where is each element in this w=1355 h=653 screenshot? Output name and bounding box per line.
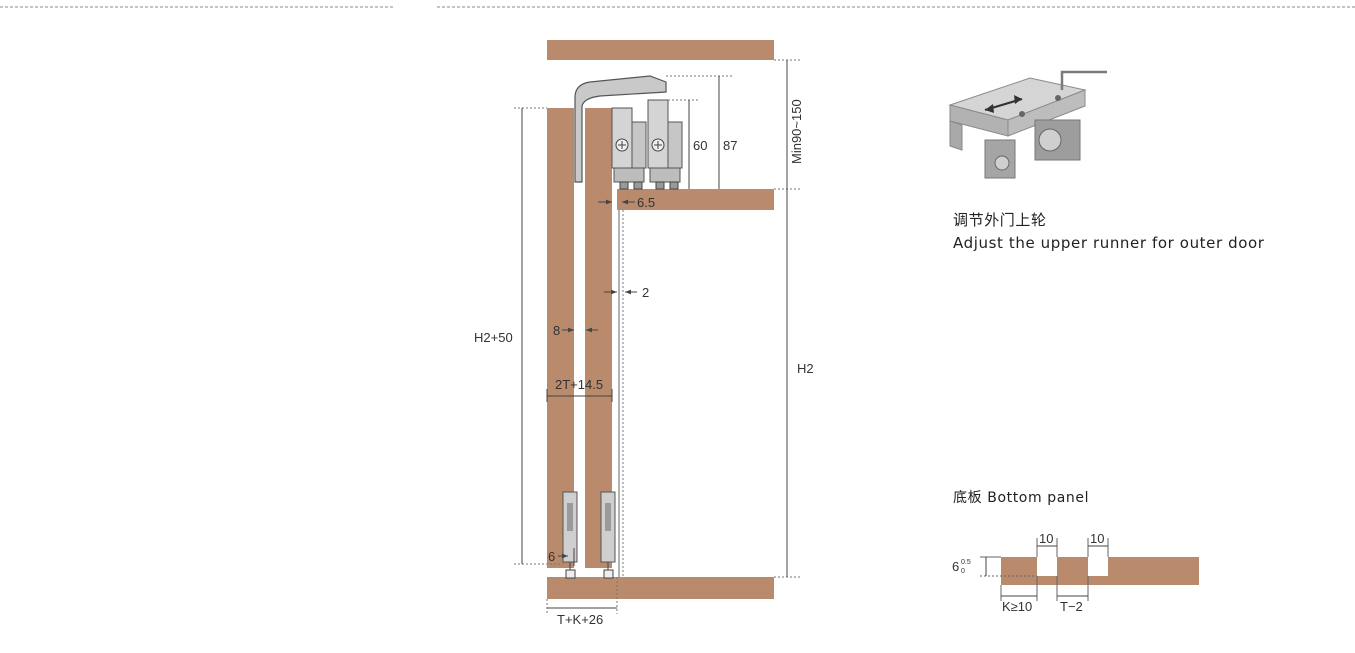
upper-runner-illustration — [948, 70, 1107, 179]
groove-1-width-text: 10 — [1039, 531, 1053, 546]
dim-87-text: 87 — [723, 138, 737, 153]
dim-h2-text: H2 — [797, 361, 814, 376]
k-label-text: K≥10 — [1002, 599, 1032, 614]
tolerance-top-text: 0.5 — [961, 559, 971, 566]
tolerance-bottom-text: 0 — [961, 568, 965, 575]
lower-runner-inner — [600, 491, 616, 579]
t-label-text: T−2 — [1060, 599, 1083, 614]
top-panel — [547, 40, 774, 60]
dim-6-text: 6 — [548, 549, 555, 564]
thickness-text: 6 — [952, 559, 959, 574]
track-panel — [617, 189, 774, 210]
dim-6_5-text: 6.5 — [637, 195, 655, 210]
runner-caption-cn: 调节外门上轮 — [953, 211, 1047, 229]
bottom-panel-profile — [1001, 557, 1199, 585]
groove-2-width-text: 10 — [1090, 531, 1104, 546]
outer-door-panel — [547, 108, 574, 568]
dim-60-text: 60 — [693, 138, 707, 153]
upper-runner-left — [611, 107, 647, 190]
dim-8-text: 8 — [553, 323, 560, 338]
dim-min90-text: Min90~150 — [789, 99, 804, 164]
bottom-panel-caption: 底板 Bottom panel — [953, 490, 1090, 506]
floor-panel — [547, 577, 774, 599]
runner-caption-en: Adjust the upper runner for outer door — [953, 234, 1265, 252]
outer-door-hook-bracket — [574, 75, 667, 183]
lower-runner-outer — [562, 491, 578, 579]
inner-door-panel — [585, 108, 612, 568]
dim-2-text: 2 — [642, 285, 649, 300]
dim-tk26-text: T+K+26 — [557, 612, 603, 627]
dim-2t-text: 2T+14.5 — [555, 377, 603, 392]
bottom-panel-detail: 10 10 6 0.5 0 K≥10 T−2 — [952, 531, 1199, 614]
dim-h2_50-text: H2+50 — [474, 330, 513, 345]
upper-runner-right — [647, 99, 683, 190]
